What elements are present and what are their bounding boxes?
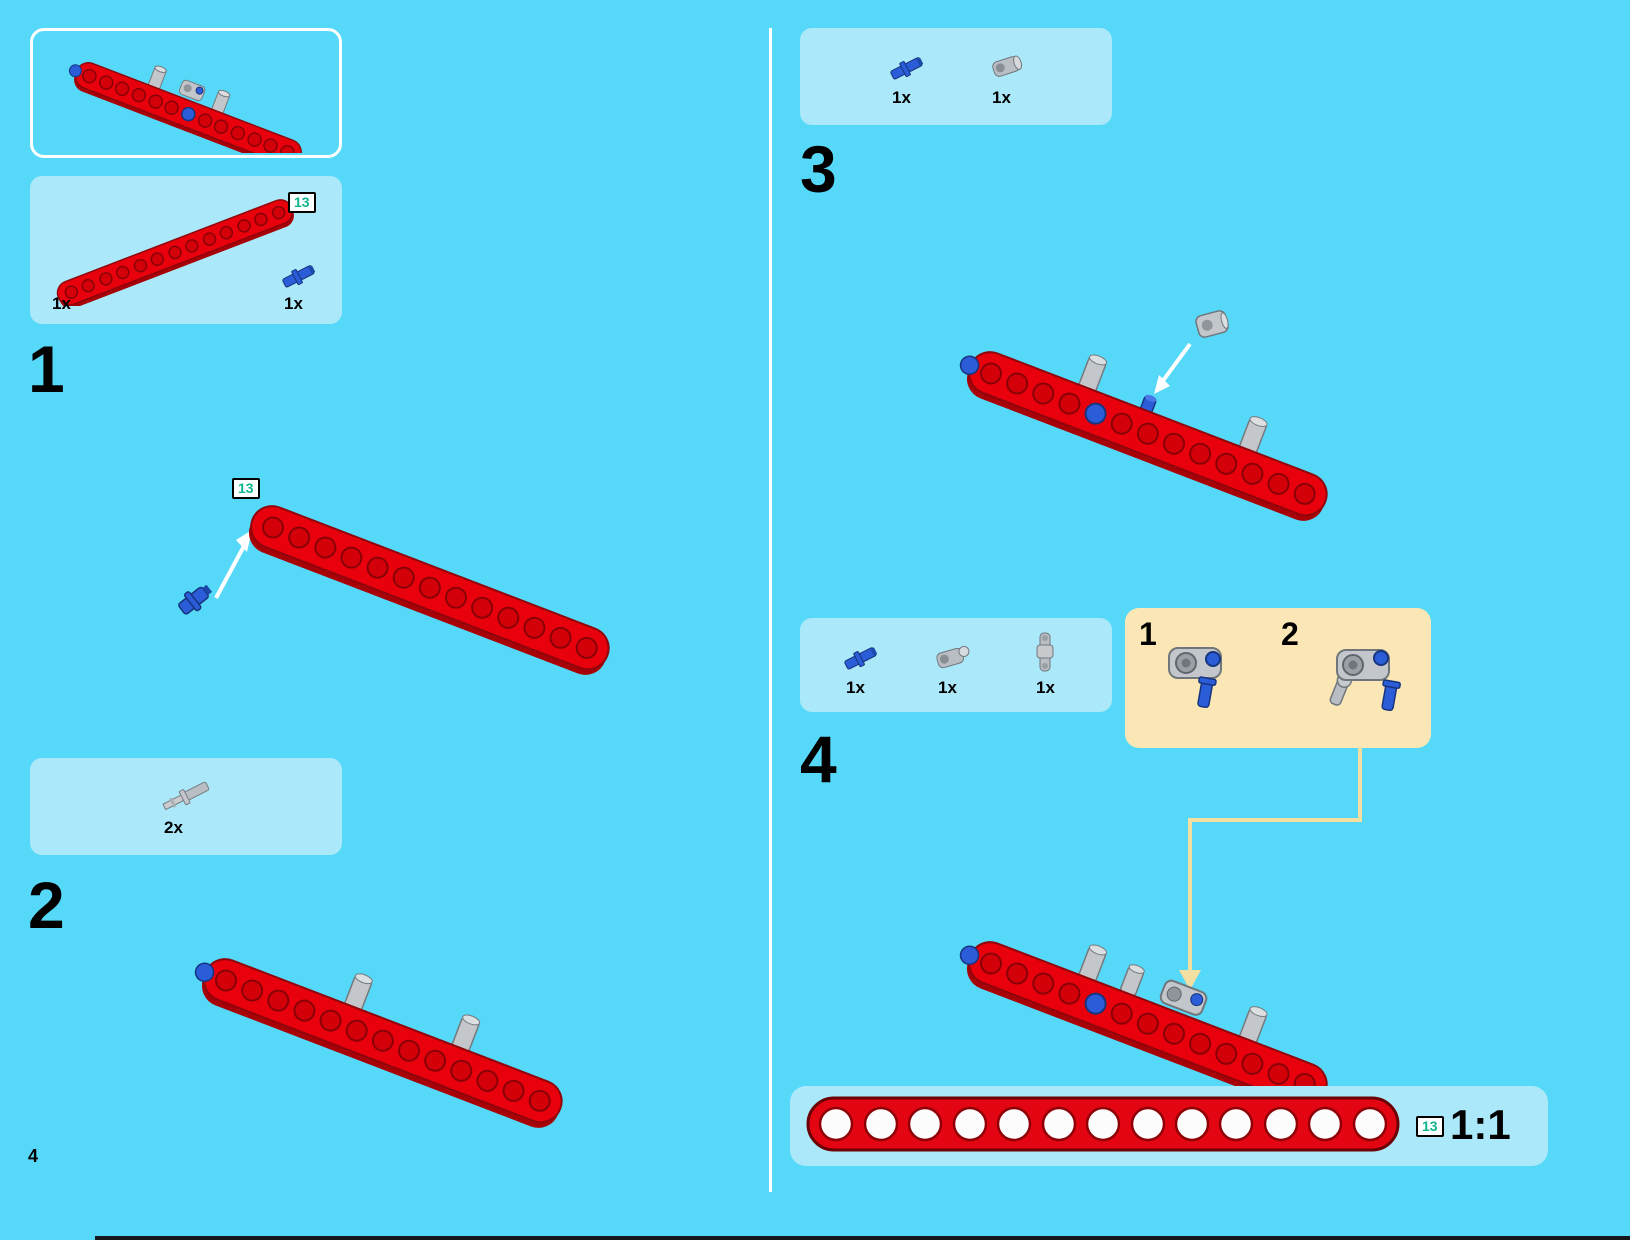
step3-parts-panel: 1x 1x: [800, 28, 1112, 125]
pin-blue-icon: [282, 265, 316, 288]
beam-qty-label: 1x: [52, 294, 71, 313]
step1-number: 1: [28, 332, 65, 406]
cross-block-gray-icon: [1036, 632, 1054, 672]
step2-parts-panel: 2x: [30, 758, 342, 855]
connector-qty-label: 1x: [938, 678, 957, 697]
connector-gray-icon: [1195, 310, 1229, 338]
substep1-assembly-icon: [1168, 647, 1222, 709]
step2-number: 2: [28, 868, 65, 942]
pin-blue-icon: [890, 57, 924, 80]
step4-parts-panel: 1x 1x 1x: [800, 618, 1112, 712]
substep2-assembly-icon: [1329, 649, 1401, 712]
pin-qty-label: 1x: [846, 678, 865, 697]
step3-diagram: [959, 310, 1328, 521]
cross-qty-label: 1x: [1036, 678, 1055, 697]
pin-blue-icon: [178, 584, 213, 615]
beam-13-icon: [56, 199, 294, 306]
previous-step-preview: [30, 28, 342, 158]
preview-assembly-diagram: [68, 62, 303, 153]
step3-number: 3: [800, 132, 837, 206]
step1-diagram: [178, 505, 610, 675]
pin-qty-label: 1x: [284, 294, 303, 313]
page-number: 4: [28, 1146, 39, 1166]
beam-13-actual-size-icon: [806, 1096, 1400, 1152]
ball-connector-gray-icon: [936, 645, 970, 669]
axle-pin-gray-icon: [162, 781, 210, 811]
part-id-badge: 13: [1416, 1116, 1444, 1137]
connector-gray-icon: [992, 55, 1023, 77]
insert-arrow-icon: [214, 530, 252, 599]
substep2-number: 2: [1281, 616, 1299, 652]
step1-parts-panel: 13 1x 1x: [30, 176, 342, 324]
callout-leader-arrow-icon: [1179, 748, 1362, 990]
scale-ruler-panel: 13 1:1: [790, 1086, 1548, 1166]
beam-13-icon: [248, 505, 610, 675]
part-id-badge: 13: [232, 478, 260, 499]
connector-qty-label: 1x: [992, 88, 1011, 107]
axle-pin-qty-label: 2x: [164, 818, 183, 837]
step2-diagram: [194, 958, 563, 1128]
scale-ratio-label: 1:1: [1450, 1101, 1511, 1148]
step4-substeps-callout: 1 2: [1125, 608, 1431, 748]
connector-attached-icon: [1159, 979, 1208, 1016]
step4-number: 4: [800, 722, 837, 796]
page-edge: [95, 1236, 1630, 1240]
pin-qty-label: 1x: [892, 88, 911, 107]
step4-diagram: [959, 941, 1328, 1111]
substep1-number: 1: [1139, 616, 1157, 652]
insert-arrow-icon: [1154, 342, 1192, 394]
part-id-badge: 13: [288, 192, 316, 213]
axle-pin-gray-icon: [1078, 354, 1108, 393]
pin-blue-icon: [844, 647, 878, 670]
column-divider: [769, 28, 772, 1192]
